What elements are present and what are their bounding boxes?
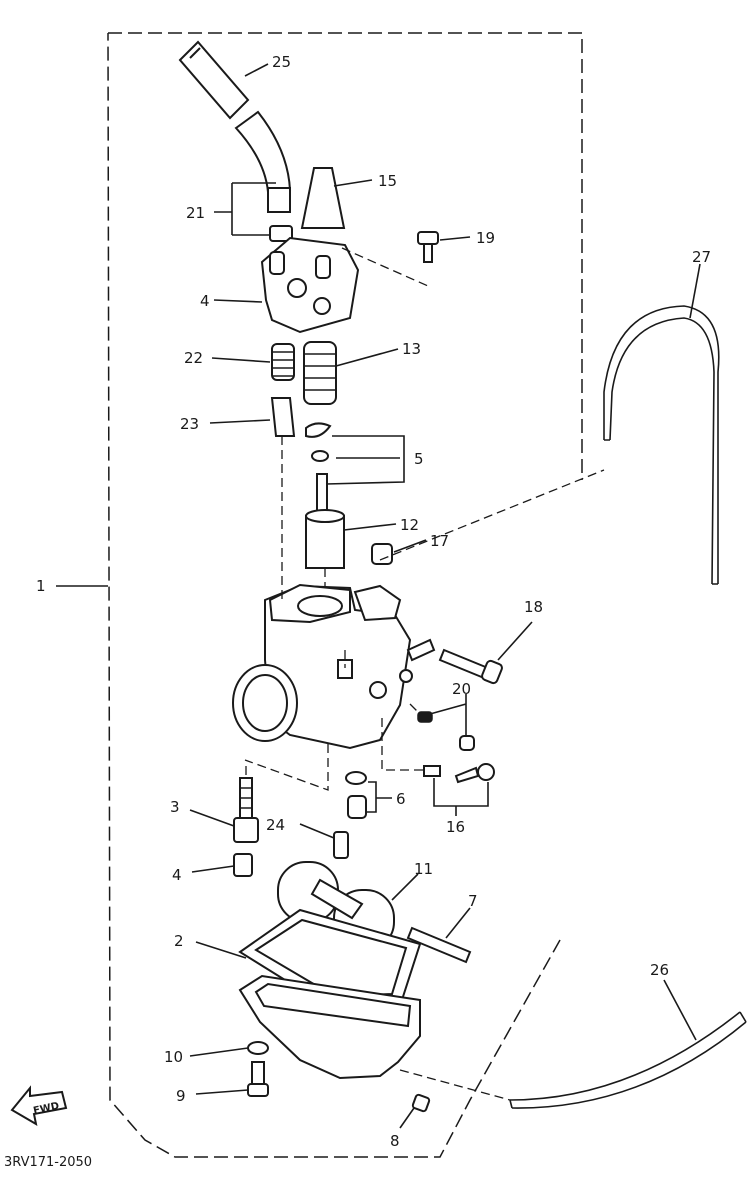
- part-17-cap: [371, 543, 393, 565]
- part-10-washer: [247, 1041, 269, 1055]
- part-26-hose: [509, 1011, 747, 1109]
- part-7-pin: [406, 926, 472, 964]
- callout-4-jet: 4: [172, 866, 182, 884]
- part-5-clip: [305, 422, 332, 519]
- part-23-plunger: [270, 397, 296, 437]
- callout-25: 25: [272, 53, 291, 71]
- callout-2: 2: [174, 932, 184, 950]
- callout-6: 6: [396, 790, 406, 808]
- callout-12: 12: [400, 516, 419, 534]
- callout-20: 20: [452, 680, 471, 698]
- assembly-lines: [244, 247, 605, 1101]
- callout-13: 13: [402, 340, 421, 358]
- callout-19: 19: [476, 229, 495, 247]
- callout-1: 1: [36, 577, 46, 595]
- callout-5: 5: [414, 450, 424, 468]
- assembly-boundary: [107, 32, 583, 1158]
- part-21-elbow-fitting: [234, 110, 293, 242]
- part-24-pilot-jet: [333, 831, 349, 859]
- callout-23: 23: [180, 415, 199, 433]
- callout-18: 18: [524, 598, 543, 616]
- callout-8: 8: [390, 1132, 400, 1150]
- leader-lines: [56, 63, 701, 1129]
- part-22-spring: [271, 343, 295, 381]
- part-25-hose: [178, 40, 250, 120]
- callout-11: 11: [414, 860, 433, 878]
- callout-22: 22: [184, 349, 203, 367]
- part-2-gasket: [238, 908, 422, 1010]
- part-9-screw: [247, 1061, 269, 1097]
- callout-9: 9: [176, 1087, 186, 1105]
- fwd-arrow: [10, 1085, 68, 1126]
- part-13-spring: [303, 341, 337, 405]
- callout-15: 15: [378, 172, 397, 190]
- callout-16: 16: [446, 818, 465, 836]
- callout-10: 10: [164, 1048, 183, 1066]
- part-27-hose: [603, 305, 720, 585]
- callout-4-top: 4: [200, 292, 210, 310]
- callout-21: 21: [186, 204, 205, 222]
- callout-3: 3: [170, 798, 180, 816]
- part-18-bolt: [438, 648, 503, 685]
- part-19-screw: [417, 231, 439, 263]
- callout-27: 27: [692, 248, 711, 266]
- part-16-screws: [423, 763, 495, 784]
- part-4-main-jet: [233, 853, 253, 877]
- callout-24: 24: [266, 816, 285, 834]
- callout-26: 26: [650, 961, 669, 979]
- part-6-jet-parts: [345, 771, 367, 819]
- float-bowl: [238, 974, 421, 1080]
- figure-code: 3RV171-2050: [4, 1155, 92, 1170]
- part-4-cover: [260, 236, 360, 334]
- part-12-throttle-valve: [305, 509, 345, 569]
- part-20-screws: [417, 711, 475, 751]
- callout-17: 17: [430, 532, 449, 550]
- part-15-cap: [300, 167, 346, 229]
- part-8-drain-screw: [411, 1093, 431, 1113]
- part-3-needle-jet: [233, 777, 259, 843]
- fwd-label: FWD: [32, 1101, 60, 1117]
- carburetor-body: [232, 583, 436, 750]
- callout-7: 7: [468, 892, 478, 910]
